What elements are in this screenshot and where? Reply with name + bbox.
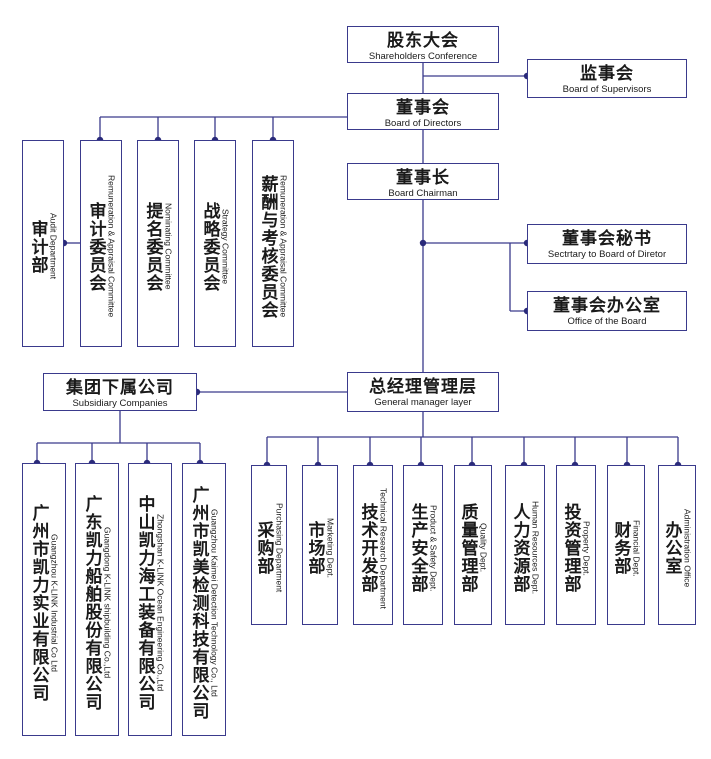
shareholders-subtitle: Shareholders Conference (368, 51, 478, 62)
supervisors-title: 监事会 (580, 64, 634, 83)
board-office-box: 董事会办公室 Office of the Board (527, 291, 687, 331)
company-name-en: Guangdong K-LINK shipbuilding Co.,Ltd (102, 526, 113, 679)
office-subtitle: Office of the Board (567, 316, 647, 327)
company-name: 中山凯力海工装备有限公司 (135, 494, 155, 711)
committee-subtitle: Nominating Committee (163, 203, 174, 290)
subsidiary-company-box: 广州市凯力实业有限公司 Guangzhou K-LINK Industrial … (22, 463, 66, 736)
subsidiary-companies-box: 集团下属公司 Subsidiary Companies (43, 373, 197, 411)
department-box: 财务部 Financial Dept. (607, 465, 645, 625)
secretary-title: 董事会秘书 (562, 229, 652, 248)
committee-subtitle: Remuneration & Appraisal Committee (106, 175, 117, 318)
department-name: 市场部 (305, 521, 325, 575)
committee-title: 战略委员会 (200, 201, 220, 292)
subsidiary-company-box: 广州市凯美检测科技有限公司 Guangzhou Kaimei Detection… (182, 463, 226, 736)
committee-title: 审计部 (28, 219, 48, 274)
shareholders-title: 股东大会 (387, 31, 459, 50)
chairman-subtitle: Board Chairman (388, 188, 458, 199)
department-name-en: Technical Research Department (378, 487, 389, 609)
committee-title: 薪酬与考核委员会 (258, 174, 278, 319)
department-box: 投资管理部 Property Dept. (556, 465, 596, 625)
board-of-directors-box: 董事会 Board of Directors (347, 93, 499, 130)
committee-title: 审计委员会 (86, 201, 106, 292)
committee-subtitle: Audit Department (48, 213, 59, 280)
company-name: 广东凯力船舶股份有限公司 (82, 494, 102, 711)
department-box: 办公室 Administration Office (658, 465, 696, 625)
office-title: 董事会办公室 (553, 296, 661, 315)
department-box: 质量管理部 Quality Dept. (454, 465, 492, 625)
committee-subtitle: Strategy Committee (220, 208, 231, 285)
department-name-en: Product & Safety Dept. (428, 504, 439, 592)
company-name-en: Zhongshan K-LINK Ocean Engineering Co.,L… (155, 513, 166, 692)
board-subtitle: Board of Directors (384, 118, 462, 129)
chairman-title: 董事长 (396, 168, 450, 187)
department-name-en: Property Dept. (581, 520, 592, 576)
committee-box: 战略委员会 Strategy Committee (194, 140, 236, 347)
board-chairman-box: 董事长 Board Chairman (347, 163, 499, 200)
gm-title: 总经理管理层 (369, 377, 477, 396)
department-name: 办公室 (662, 521, 682, 575)
department-name-en: Human Resources Dept. (530, 501, 541, 595)
company-name-en: Guangzhou K-LINK Industrial Co Ltd (49, 533, 60, 672)
department-name: 采购部 (254, 521, 274, 575)
department-box: 技术开发部 Technical Research Department (353, 465, 393, 625)
board-secretary-box: 董事会秘书 Sectrtary to Board of Diretor (527, 224, 687, 264)
supervisors-subtitle: Board of Supervisors (562, 84, 652, 95)
department-box: 人力资源部 Human Resources Dept. (505, 465, 545, 625)
department-box: 生产安全部 Product & Safety Dept. (403, 465, 443, 625)
committee-box: 审计部 Audit Department (22, 140, 64, 347)
committee-title: 提名委员会 (143, 201, 163, 292)
subsidiary-subtitle: Subsidiary Companies (72, 398, 168, 409)
subsidiary-company-box: 中山凯力海工装备有限公司 Zhongshan K-LINK Ocean Engi… (128, 463, 172, 736)
company-name: 广州市凯美检测科技有限公司 (189, 485, 209, 720)
company-name-en: Guangzhou Kaimei Detection Technology Co… (209, 508, 220, 697)
general-manager-box: 总经理管理层 General manager layer (347, 372, 499, 412)
committee-box: 审计委员会 Remuneration & Appraisal Committee (80, 140, 122, 347)
department-box: 市场部 Marketing Dept. (302, 465, 338, 625)
company-name: 广州市凯力实业有限公司 (29, 503, 49, 702)
shareholders-conference-box: 股东大会 Shareholders Conference (347, 26, 499, 63)
department-name: 人力资源部 (510, 503, 530, 593)
secretary-subtitle: Sectrtary to Board of Diretor (547, 249, 667, 260)
department-name: 技术开发部 (358, 503, 378, 593)
board-title: 董事会 (396, 98, 450, 117)
department-name: 生产安全部 (408, 503, 428, 593)
committee-subtitle: Remuneration & Appraisal Committee (278, 175, 289, 318)
subsidiary-title: 集团下属公司 (66, 378, 174, 397)
department-name-en: Administration Office (682, 508, 693, 588)
gm-subtitle: General manager layer (374, 397, 472, 408)
subsidiary-company-box: 广东凯力船舶股份有限公司 Guangdong K-LINK shipbuildi… (75, 463, 119, 736)
board-of-supervisors-box: 监事会 Board of Supervisors (527, 59, 687, 98)
committee-box: 薪酬与考核委员会 Remuneration & Appraisal Commit… (252, 140, 294, 347)
department-name: 财务部 (611, 521, 631, 575)
department-name-en: Purchasing Department (274, 503, 285, 593)
department-box: 采购部 Purchasing Department (251, 465, 287, 625)
department-name-en: Financial Dept. (631, 519, 642, 577)
department-name: 投资管理部 (561, 503, 581, 593)
department-name-en: Marketing Dept. (325, 518, 336, 578)
department-name-en: Quality Dept. (478, 523, 489, 573)
department-name: 质量管理部 (458, 503, 478, 593)
committee-box: 提名委员会 Nominating Committee (137, 140, 179, 347)
